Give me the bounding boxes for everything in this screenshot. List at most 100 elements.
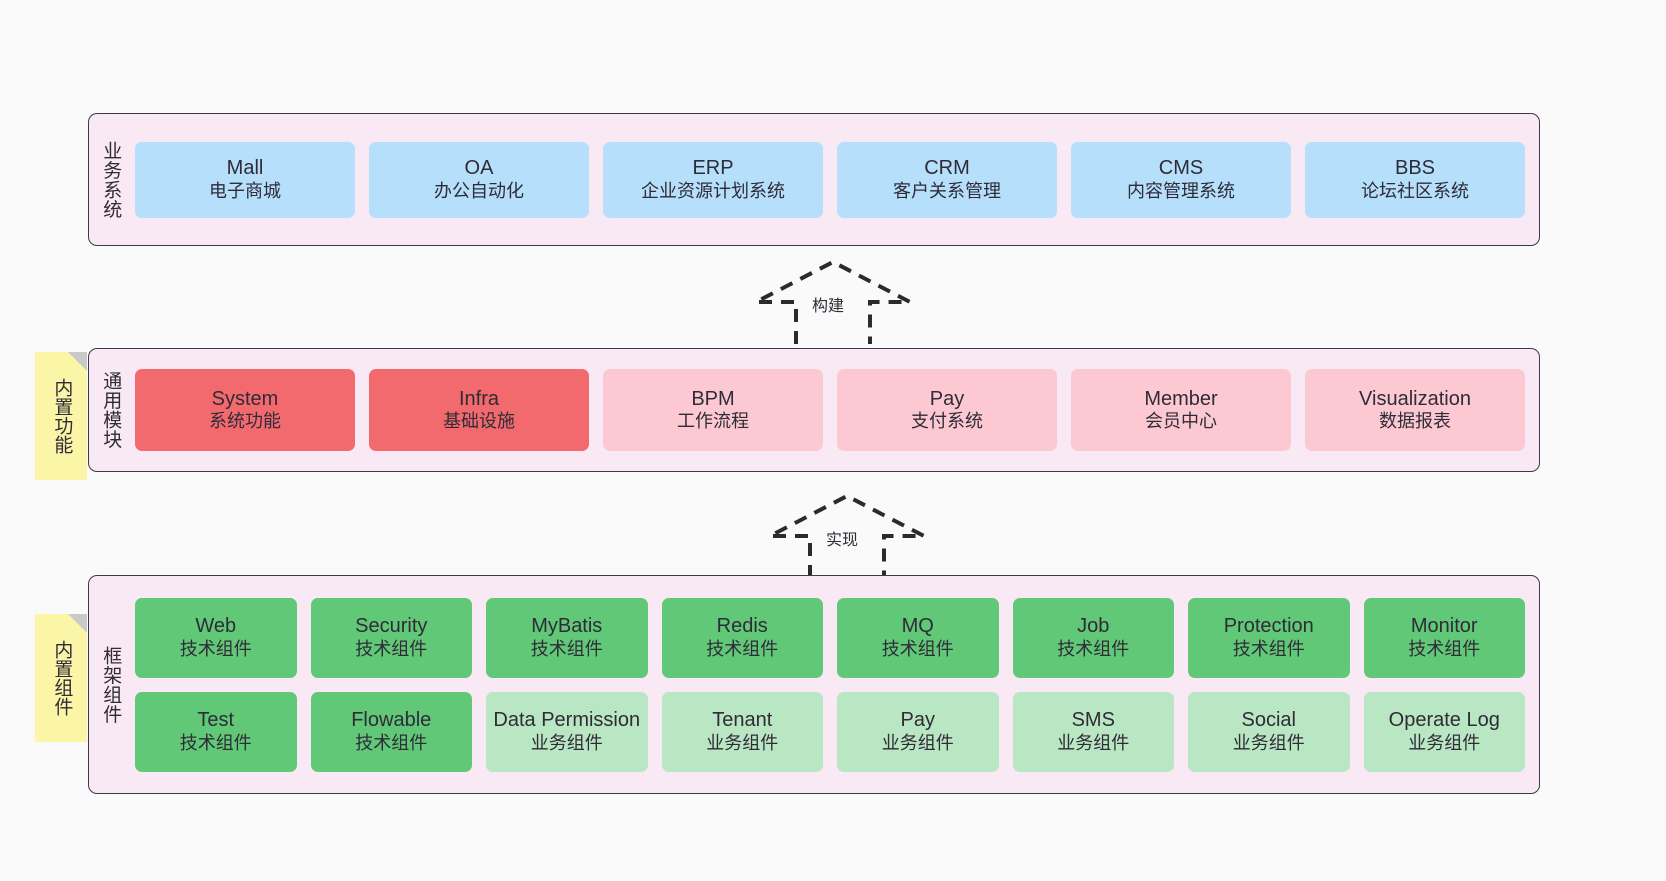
- card-title: Pay: [900, 709, 935, 732]
- note-fold-corner-icon: [68, 614, 87, 633]
- layer-common-modules: 通用模块 System 系统功能 Infra 基础设施 BPM 工作流程 Pay…: [88, 348, 1540, 472]
- card-subtitle: 支付系统: [911, 411, 983, 432]
- card-subtitle: 业务组件: [881, 732, 954, 753]
- framework-components-grid: Web 技术组件 Security 技术组件 MyBatis 技术组件 Redi…: [135, 597, 1525, 772]
- card-title: Data Permission: [493, 709, 641, 732]
- card-title: Member: [1144, 387, 1218, 410]
- card-oa[interactable]: OA 办公自动化: [369, 141, 589, 218]
- card-subtitle: 技术组件: [1408, 638, 1481, 659]
- layer-title-common-modules: 通用模块: [100, 371, 122, 449]
- note-label: 内置组件: [51, 640, 73, 716]
- card-subtitle: 基础设施: [443, 411, 515, 432]
- card-test[interactable]: Test 技术组件: [135, 691, 297, 772]
- note-fold-corner-icon: [68, 352, 87, 371]
- card-job[interactable]: Job 技术组件: [1012, 597, 1174, 678]
- card-tenant[interactable]: Tenant 业务组件: [661, 691, 823, 772]
- card-subtitle: 企业资源计划系统: [641, 180, 785, 201]
- connector-build-arrow-icon: [755, 259, 911, 344]
- card-title: Security: [355, 615, 428, 638]
- card-protection[interactable]: Protection 技术组件: [1188, 597, 1350, 678]
- card-subtitle: 技术组件: [706, 638, 779, 659]
- card-title: ERP: [692, 157, 734, 180]
- card-member[interactable]: Member 会员中心: [1071, 369, 1291, 451]
- card-title: Infra: [458, 387, 500, 410]
- card-redis[interactable]: Redis 技术组件: [661, 597, 823, 678]
- card-subtitle: 技术组件: [881, 638, 954, 659]
- card-title: MyBatis: [531, 615, 603, 638]
- card-title: Social: [1241, 709, 1296, 732]
- card-subtitle: 技术组件: [355, 732, 428, 753]
- card-security[interactable]: Security 技术组件: [310, 597, 472, 678]
- card-subtitle: 电子商城: [209, 180, 281, 201]
- connector-build-label: 构建: [812, 298, 845, 315]
- framework-business-row: Test 技术组件 Flowable 技术组件 Data Permission …: [135, 691, 1525, 772]
- card-subtitle: 技术组件: [1232, 638, 1305, 659]
- card-data-permission[interactable]: Data Permission 业务组件: [486, 691, 648, 772]
- layer-title-framework-components: 框架组件: [100, 645, 122, 724]
- business-system-card-row: Mall 电子商城 OA 办公自动化 ERP 企业资源计划系统 CRM 客户关系…: [135, 141, 1525, 218]
- card-title: BBS: [1394, 157, 1436, 180]
- card-subtitle: 业务组件: [1232, 732, 1305, 753]
- layer-body-common-modules: System 系统功能 Infra 基础设施 BPM 工作流程 Pay 支付系统…: [131, 349, 1539, 471]
- card-subtitle: 内容管理系统: [1127, 180, 1235, 201]
- card-bpm[interactable]: BPM 工作流程: [603, 369, 823, 451]
- layer-body-framework-components: Web 技术组件 Security 技术组件 MyBatis 技术组件 Redi…: [131, 576, 1539, 793]
- note-builtin-features: 内置功能: [35, 352, 87, 480]
- card-operate-log[interactable]: Operate Log 业务组件: [1363, 691, 1525, 772]
- card-title: Visualization: [1359, 387, 1471, 410]
- card-subtitle: 技术组件: [179, 732, 252, 753]
- card-flowable[interactable]: Flowable 技术组件: [310, 691, 472, 772]
- card-web[interactable]: Web 技术组件: [135, 597, 297, 678]
- card-visualization[interactable]: Visualization 数据报表: [1305, 369, 1525, 451]
- card-title: Web: [195, 615, 237, 638]
- card-subtitle: 技术组件: [1057, 638, 1130, 659]
- card-mq[interactable]: MQ 技术组件: [837, 597, 999, 678]
- card-subtitle: 会员中心: [1145, 411, 1217, 432]
- common-modules-card-row: System 系统功能 Infra 基础设施 BPM 工作流程 Pay 支付系统…: [135, 369, 1525, 451]
- card-infra[interactable]: Infra 基础设施: [369, 369, 589, 451]
- card-monitor[interactable]: Monitor 技术组件: [1363, 597, 1525, 678]
- card-subtitle: 技术组件: [355, 638, 428, 659]
- connector-implement-arrow-icon: [769, 493, 925, 578]
- card-title: OA: [464, 157, 494, 180]
- card-pay-module[interactable]: Pay 支付系统: [837, 369, 1057, 451]
- card-subtitle: 办公自动化: [434, 180, 524, 201]
- card-subtitle: 技术组件: [530, 638, 603, 659]
- card-subtitle: 系统功能: [209, 411, 281, 432]
- card-erp[interactable]: ERP 企业资源计划系统: [603, 141, 823, 218]
- card-subtitle: 数据报表: [1379, 411, 1451, 432]
- card-social[interactable]: Social 业务组件: [1188, 691, 1350, 772]
- card-title: CRM: [924, 157, 970, 180]
- card-title: BPM: [691, 387, 735, 410]
- card-cms[interactable]: CMS 内容管理系统: [1071, 141, 1291, 218]
- card-title: Test: [197, 709, 235, 732]
- card-title: Pay: [929, 387, 965, 410]
- card-subtitle: 工作流程: [677, 411, 749, 432]
- card-title: Monitor: [1410, 615, 1478, 638]
- card-title: Operate Log: [1388, 709, 1500, 732]
- card-title: Tenant: [712, 709, 773, 732]
- card-mybatis[interactable]: MyBatis 技术组件: [486, 597, 648, 678]
- card-title: System: [211, 387, 279, 410]
- card-subtitle: 技术组件: [179, 638, 252, 659]
- card-sms[interactable]: SMS 业务组件: [1012, 691, 1174, 772]
- card-title: Flowable: [351, 709, 432, 732]
- card-bbs[interactable]: BBS 论坛社区系统: [1305, 141, 1525, 218]
- layer-framework-components: 框架组件 Web 技术组件 Security 技术组件 MyBatis 技术组件: [88, 575, 1540, 794]
- framework-tech-row: Web 技术组件 Security 技术组件 MyBatis 技术组件 Redi…: [135, 597, 1525, 678]
- card-subtitle: 业务组件: [530, 732, 603, 753]
- card-system[interactable]: System 系统功能: [135, 369, 355, 451]
- note-builtin-components: 内置组件: [35, 614, 87, 742]
- layer-body-business-system: Mall 电子商城 OA 办公自动化 ERP 企业资源计划系统 CRM 客户关系…: [131, 114, 1539, 245]
- card-pay-component[interactable]: Pay 业务组件: [837, 691, 999, 772]
- card-title: CMS: [1158, 157, 1204, 180]
- card-title: MQ: [901, 615, 934, 638]
- connector-implement-label: 实现: [826, 532, 859, 549]
- card-subtitle: 业务组件: [1408, 732, 1481, 753]
- card-title: Mall: [226, 157, 264, 180]
- card-mall[interactable]: Mall 电子商城: [135, 141, 355, 218]
- card-subtitle: 客户关系管理: [893, 180, 1001, 201]
- card-crm[interactable]: CRM 客户关系管理: [837, 141, 1057, 218]
- card-title: Redis: [716, 615, 768, 638]
